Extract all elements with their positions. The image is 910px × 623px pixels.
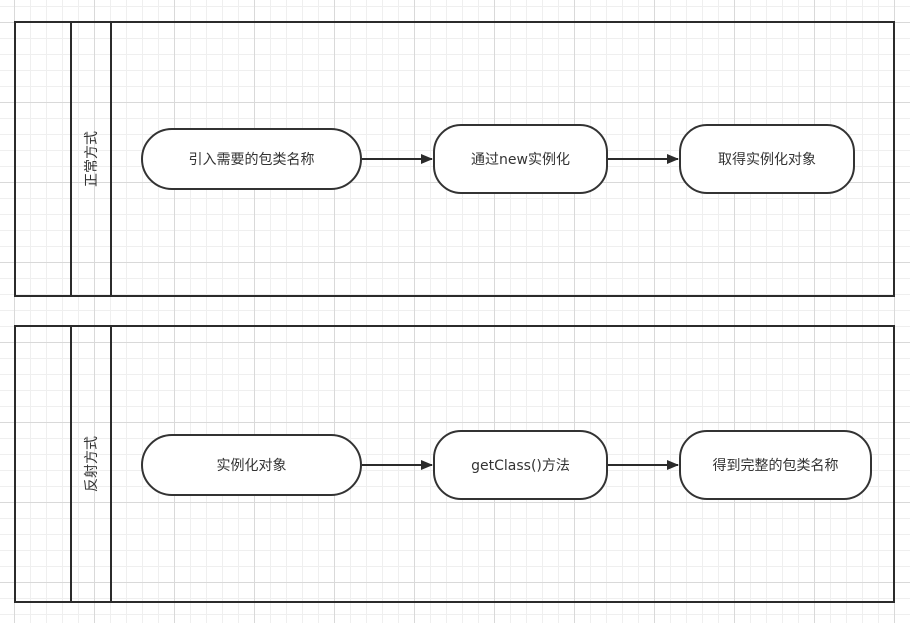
step-import-package-label: 引入需要的包类名称 xyxy=(188,152,315,168)
step-getclass-method[interactable]: getClass()方法 xyxy=(433,430,608,500)
step-instance-object-label: 实例化对象 xyxy=(216,458,287,474)
swimlane-reflect-header: 反射方式 xyxy=(70,327,112,601)
step-get-object-label: 取得实例化对象 xyxy=(718,152,816,168)
swimlane-normal: 正常方式 xyxy=(14,21,895,297)
step-import-package[interactable]: 引入需要的包类名称 xyxy=(141,128,362,190)
swimlane-normal-header: 正常方式 xyxy=(70,23,112,295)
step-new-instance[interactable]: 通过new实例化 xyxy=(433,124,608,194)
step-new-instance-label: 通过new实例化 xyxy=(471,152,570,168)
swimlane-reflect: 反射方式 xyxy=(14,325,895,603)
step-get-object[interactable]: 取得实例化对象 xyxy=(679,124,855,194)
step-full-class-name[interactable]: 得到完整的包类名称 xyxy=(679,430,872,500)
step-getclass-method-label: getClass()方法 xyxy=(471,458,570,474)
step-instance-object[interactable]: 实例化对象 xyxy=(141,434,362,496)
step-full-class-name-label: 得到完整的包类名称 xyxy=(712,458,839,474)
